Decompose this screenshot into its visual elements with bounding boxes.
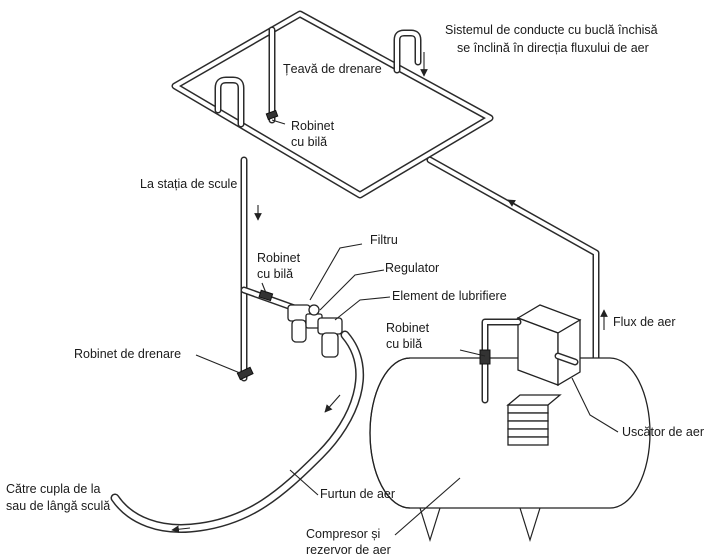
label-to-coupling-2: sau de lângă sculă xyxy=(6,499,110,513)
lubricator-body xyxy=(317,317,343,335)
compressor-leader xyxy=(394,477,461,536)
drain-pipe-ball-valve xyxy=(265,109,279,121)
lubricator-bowl xyxy=(321,332,339,358)
motor-fin xyxy=(507,428,549,438)
drain-valve-leader xyxy=(195,354,241,374)
motor-fin xyxy=(507,404,549,414)
tank-ball-valve xyxy=(479,349,491,365)
label-drain-valve: Robinet de drenare xyxy=(74,347,181,361)
air-dryer xyxy=(516,304,582,387)
dryer-side xyxy=(557,318,581,387)
right-ball-valve-leader xyxy=(459,349,486,357)
label-ball-valve-mid-2: cu bilă xyxy=(257,267,293,281)
label-ball-valve-top-1: Robinet xyxy=(291,119,335,133)
label-tool-station: La stația de scule xyxy=(140,177,237,191)
motor-fin xyxy=(507,436,549,446)
drain-valve-handle xyxy=(236,366,254,381)
compressor-motor xyxy=(506,394,562,446)
air-receiver-tank xyxy=(369,357,651,543)
air-hose-leader xyxy=(289,469,319,496)
regulator-knob xyxy=(308,304,320,316)
overhead-loop-pipe xyxy=(171,10,494,199)
tool-station-drop xyxy=(236,156,262,382)
label-ball-valve-right-2: cu bilă xyxy=(386,337,422,351)
mid-ball-valve-leader xyxy=(261,282,267,294)
dryer-leader xyxy=(571,377,619,433)
frl-ball-valve xyxy=(258,289,274,302)
lubricator-leader xyxy=(334,296,391,321)
top-right-gooseneck-drop xyxy=(393,29,428,77)
motor-fin xyxy=(507,412,549,422)
label-system-line2: se înclină în direcția fluxului de aer xyxy=(457,41,649,55)
filter-bowl xyxy=(291,319,307,343)
label-ball-valve-mid-1: Robinet xyxy=(257,251,301,265)
label-compressor-2: rezervor de aer xyxy=(306,543,391,557)
label-drain-pipe: Țeavă de drenare xyxy=(283,62,382,76)
filter-leader xyxy=(309,243,363,301)
air-hose xyxy=(110,330,365,534)
label-lubricator: Element de lubrifiere xyxy=(392,289,507,303)
label-to-coupling-1: Către cupla de la xyxy=(6,482,101,496)
label-system-line1: Sistemul de conducte cu buclă închisă xyxy=(445,23,658,37)
tank-to-dryer-pipe xyxy=(479,318,579,404)
label-ball-valve-top-2: cu bilă xyxy=(291,135,327,149)
label-regulator: Regulator xyxy=(385,261,439,275)
label-ball-valve-right-1: Robinet xyxy=(386,321,430,335)
motor-top xyxy=(506,394,562,406)
left-gooseneck-drop xyxy=(214,76,245,128)
motor-fin xyxy=(507,420,549,430)
label-filter: Filtru xyxy=(370,233,398,247)
label-air-hose: Furtun de aer xyxy=(320,487,395,501)
label-air-flow: Flux de aer xyxy=(613,315,676,329)
regulator-leader xyxy=(319,269,385,311)
filter-regulator-lubricator xyxy=(287,304,343,358)
label-compressor-1: Compresor și xyxy=(306,527,380,541)
label-air-dryer: Uscător de aer xyxy=(622,425,704,439)
drain-pipe xyxy=(265,26,286,125)
